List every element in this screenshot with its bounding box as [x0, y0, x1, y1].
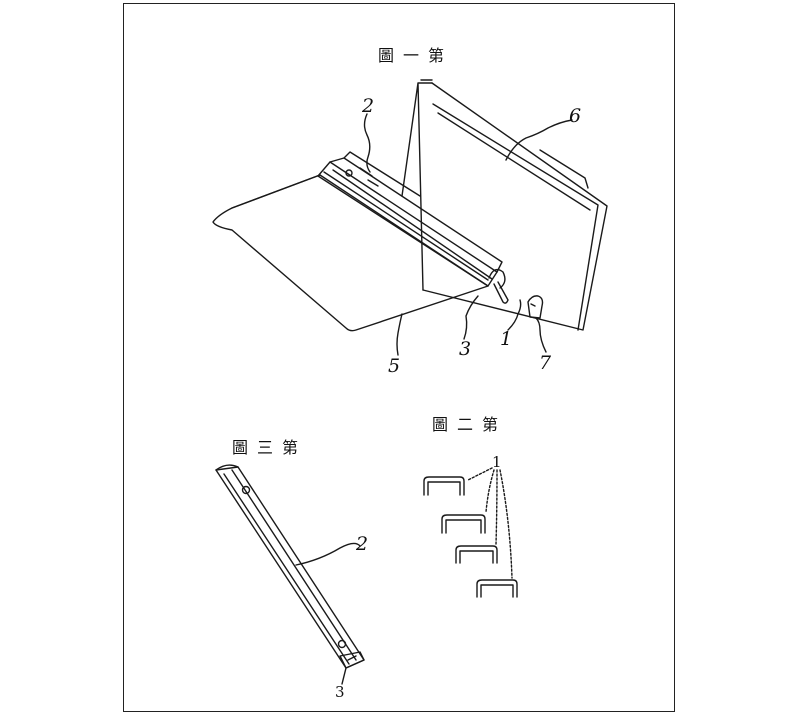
figure-2-title: 圖二第	[432, 415, 508, 434]
strip-top	[215, 464, 239, 471]
cover-5-inner	[231, 174, 321, 209]
fig1-label-1: 1	[500, 328, 513, 350]
clip-strip-2	[317, 151, 503, 287]
rivet-bottom	[337, 639, 347, 649]
figure-3-drawing	[215, 464, 365, 685]
fig1-label-7: 7	[539, 352, 552, 374]
fig3-label-3: 3	[335, 683, 345, 701]
staple-1	[493, 281, 509, 304]
cover-5	[212, 174, 489, 332]
clip-7	[527, 295, 544, 319]
leader-5	[396, 313, 403, 356]
leader-1	[507, 299, 522, 331]
leader-2	[363, 113, 371, 173]
leader-3	[463, 295, 479, 340]
strip-end	[339, 651, 365, 669]
drawing-sheet-border	[123, 3, 675, 712]
fig1-label-3: 3	[459, 338, 472, 360]
leader-fig2-1	[467, 467, 513, 579]
leader-6	[505, 119, 573, 161]
board-6-edge	[432, 103, 599, 331]
ring-3	[488, 268, 506, 289]
fig2-label-1: 1	[492, 453, 502, 471]
fig3-label-2: 2	[356, 533, 369, 555]
staple-d	[476, 579, 518, 598]
figure-3-title: 圖三第	[232, 438, 308, 457]
figure-1-title: 圖一第	[378, 46, 454, 65]
staple-a	[423, 476, 465, 496]
rivet-top	[241, 485, 251, 495]
staple-c	[455, 545, 498, 564]
leader-fig3-3	[341, 667, 347, 685]
figure-2-drawing	[423, 467, 518, 598]
fig1-label-2: 2	[362, 95, 375, 117]
staple-b	[441, 514, 486, 534]
board-6	[422, 82, 608, 331]
leader-7	[535, 317, 547, 353]
strip-inner	[223, 469, 357, 665]
figure-1-drawing	[212, 79, 608, 356]
rear-cover	[401, 82, 433, 291]
leader-fig3-2	[295, 542, 361, 566]
board-6-spine-line	[539, 149, 589, 189]
fig1-label-6: 6	[569, 105, 582, 127]
fig1-label-5: 5	[388, 355, 401, 377]
